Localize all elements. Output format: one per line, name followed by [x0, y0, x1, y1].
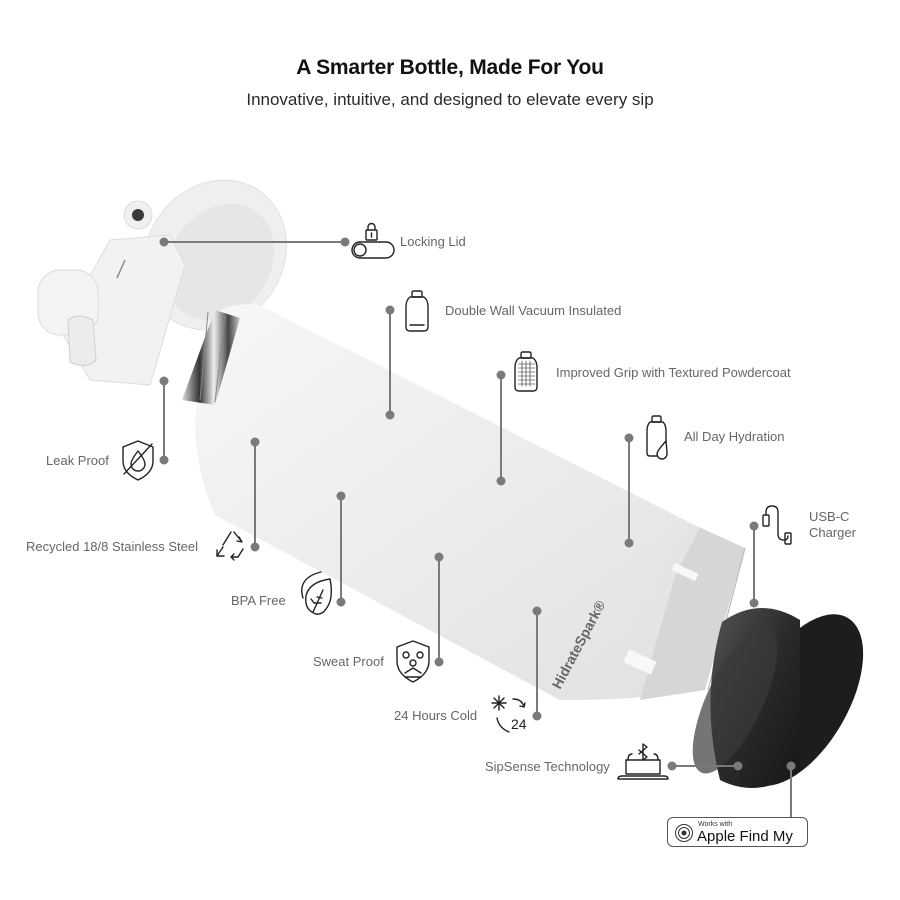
- label-24-hours-cold: 24 Hours Cold: [394, 708, 478, 723]
- bottom-cap: [692, 607, 864, 788]
- label-bpa-free: BPA Free: [231, 593, 286, 608]
- leader-lines: [159, 237, 796, 835]
- label-double-wall: Double Wall Vacuum Insulated: [445, 303, 622, 318]
- label-recycled: Recycled 18/8 Stainless Steel: [26, 539, 198, 554]
- svg-text:24: 24: [511, 716, 527, 732]
- label-leak-proof: Leak Proof: [46, 453, 109, 468]
- textured-bottle-icon: [514, 351, 538, 392]
- leaf-icon: [301, 571, 333, 615]
- page-title: A Smarter Bottle, Made For You: [296, 56, 604, 79]
- label-sipsense: SipSense Technology: [485, 759, 610, 774]
- label-sweat-proof: Sweat Proof: [313, 654, 384, 669]
- bluetooth-puck-icon: [617, 743, 669, 780]
- bottle-body: HidrateSpark®: [182, 304, 746, 700]
- label-grip: Improved Grip with Textured Powdercoat: [556, 365, 791, 380]
- shield-droplets-icon: [396, 640, 430, 683]
- label-locking-lid: Locking Lid: [400, 234, 466, 249]
- find-my-radar-icon: [675, 824, 693, 842]
- badge-small-text: Works with: [698, 821, 733, 828]
- label-usb-c-line1: USB-C: [809, 509, 850, 524]
- recycle-icon: [216, 531, 244, 561]
- bottle-outline-icon: [405, 290, 429, 332]
- badge-big-text: Apple Find My: [697, 828, 793, 845]
- label-usb-c-line2: Charger: [809, 525, 856, 540]
- snowflake-24-icon: 24: [491, 695, 527, 733]
- shield-drop-icon: [122, 440, 154, 481]
- lock-toggle-icon: [351, 222, 395, 259]
- label-usb-c: USB-C Charger: [809, 509, 856, 541]
- usb-cable-icon: [762, 505, 792, 545]
- lid: [37, 179, 287, 386]
- apple-find-my-badge: Works with Apple Find My: [667, 817, 808, 847]
- page-subtitle: Innovative, intuitive, and designed to e…: [246, 90, 654, 109]
- bottle-drop-icon: [646, 415, 668, 460]
- label-hydration: All Day Hydration: [684, 429, 785, 444]
